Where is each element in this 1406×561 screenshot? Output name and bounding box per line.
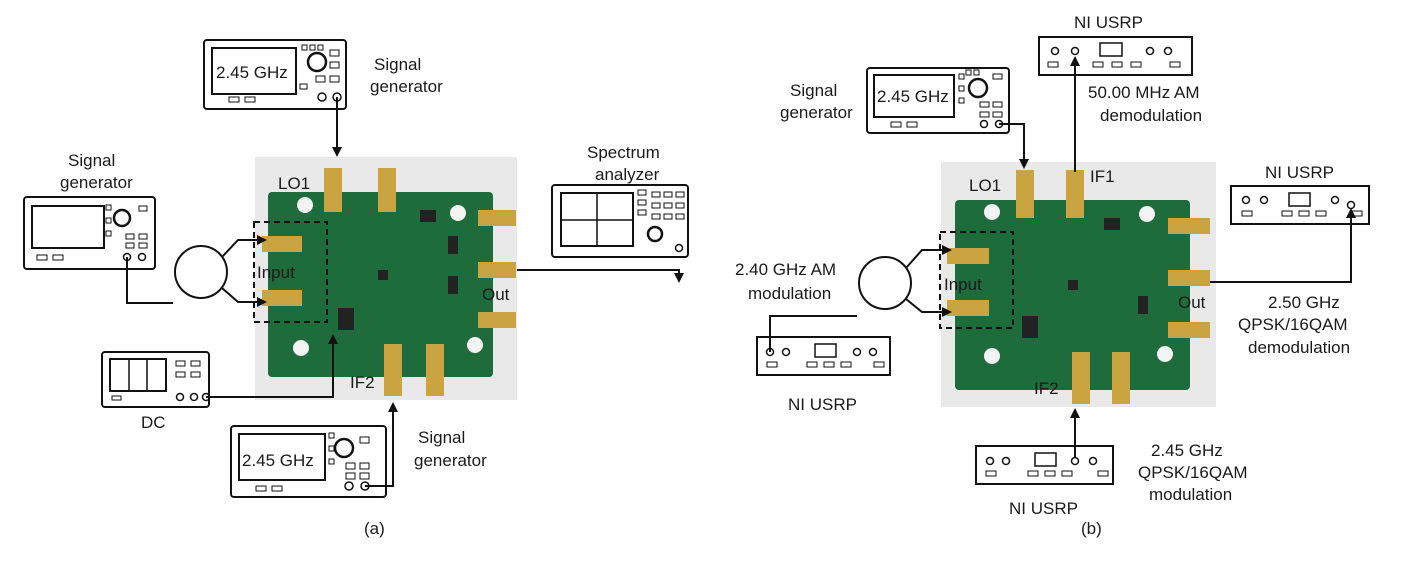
board-input-label-b: Input xyxy=(944,275,982,294)
signal-generator-left-a xyxy=(23,196,156,270)
spectrum-label-2-a: analyzer xyxy=(595,165,660,184)
wire-out-to-usrp-right-b xyxy=(1210,208,1356,283)
sg-display-b: 2.45 GHz xyxy=(877,87,949,106)
wire-sg-to-lo1-b xyxy=(999,123,1029,169)
power-splitter-b xyxy=(858,256,912,310)
usrp-top-label-b: NI USRP xyxy=(1074,13,1143,32)
pcb-board-b xyxy=(941,162,1216,407)
sg-label-2-b: generator xyxy=(780,103,853,122)
spectrum-label-1-a: Spectrum xyxy=(587,143,660,162)
signal-generator-top-a xyxy=(203,39,347,110)
board-lo-label-a: LO1 xyxy=(278,174,310,193)
sg-bottom-label-1-a: Signal xyxy=(418,428,465,447)
usrp-bottom-label-b: NI USRP xyxy=(1009,499,1078,518)
usrp-right-b xyxy=(1230,185,1370,225)
sg-bottom-label-2-a: generator xyxy=(414,451,487,470)
usrp-left-label-b: NI USRP xyxy=(788,395,857,414)
spectrum-analyzer-a xyxy=(551,184,689,258)
sg-top-label-1-a: Signal xyxy=(374,55,421,74)
board-lo-label-b: LO1 xyxy=(969,176,1001,195)
sg-bottom-display-a: 2.45 GHz xyxy=(242,451,314,470)
sg-top-display-a: 2.45 GHz xyxy=(216,63,288,82)
board-if2-label-b: IF2 xyxy=(1034,379,1059,398)
wire-splitter-upper-a xyxy=(221,235,267,258)
wire-splitter-lower-a xyxy=(221,287,267,307)
usrp-bottom-b xyxy=(975,445,1114,485)
usrp-right-note-3-b: demodulation xyxy=(1248,338,1350,357)
board-if1-label-b: IF1 xyxy=(1090,167,1115,186)
wire-usrp-left-to-splitter-b xyxy=(769,315,857,352)
input-region-box-b xyxy=(939,231,1014,329)
usrp-top-b xyxy=(1038,36,1193,76)
usrp-left-note-2-b: modulation xyxy=(748,284,831,303)
board-out-label-b: Out xyxy=(1178,293,1206,312)
wire-sg-bottom-to-if2-a xyxy=(365,402,398,487)
pcb-board-a xyxy=(255,157,517,400)
panel-b: LO1 IF1 Input Out IF2 NI USRP 50.00 MHz … xyxy=(735,13,1370,538)
sg-top-label-2-a: generator xyxy=(370,77,443,96)
wire-splitter-upper-b xyxy=(905,245,952,269)
wire-sg-left-to-splitter-a xyxy=(126,257,173,304)
dc-supply-a xyxy=(101,351,211,408)
caption-b: (b) xyxy=(1081,519,1102,538)
board-if2-label-a: IF2 xyxy=(350,373,375,392)
usrp-left-b xyxy=(756,336,891,376)
signal-generator-b xyxy=(866,67,1010,134)
usrp-bottom-note-1-b: 2.45 GHz xyxy=(1151,441,1223,460)
board-out-label-a: Out xyxy=(482,285,510,304)
input-region-box-a xyxy=(253,221,328,323)
wire-splitter-lower-b xyxy=(905,298,952,317)
usrp-bottom-note-3-b: modulation xyxy=(1149,485,1232,504)
usrp-right-note-2-b: QPSK/16QAM xyxy=(1238,315,1348,334)
signal-generator-bottom-a xyxy=(230,425,387,498)
wire-dc-to-board-a xyxy=(206,334,338,398)
caption-a: (a) xyxy=(364,519,385,538)
sg-label-1-b: Signal xyxy=(790,81,837,100)
usrp-top-note-2-b: demodulation xyxy=(1100,106,1202,125)
usrp-bottom-note-2-b: QPSK/16QAM xyxy=(1138,463,1248,482)
usrp-right-label-b: NI USRP xyxy=(1265,163,1334,182)
power-splitter-a xyxy=(174,245,228,299)
board-input-label-a: Input xyxy=(257,263,295,282)
panel-a: LO1 Input Out IF2 2.45 GHz Signal genera… xyxy=(23,39,689,538)
sg-left-label-1-a: Signal xyxy=(68,151,115,170)
usrp-top-note-1-b: 50.00 MHz AM xyxy=(1088,83,1200,102)
sg-left-label-2-a: generator xyxy=(60,173,133,192)
usrp-right-note-1-b: 2.50 GHz xyxy=(1268,293,1340,312)
dc-label-a: DC xyxy=(141,413,166,432)
usrp-left-note-1-b: 2.40 GHz AM xyxy=(735,260,836,279)
wire-out-to-spectrum-a xyxy=(517,269,684,283)
